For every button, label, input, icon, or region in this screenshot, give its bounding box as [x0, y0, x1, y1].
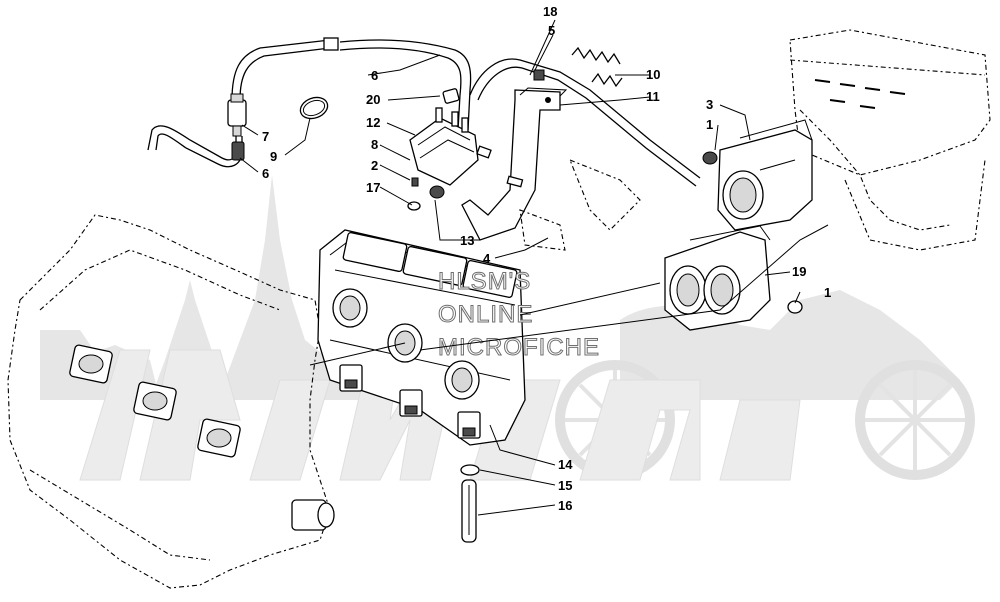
airbox-housing [519, 29, 991, 251]
silencer-boot-upper [717, 119, 813, 231]
exhaust-port-3 [197, 418, 241, 458]
callout-1: 1 [706, 117, 713, 132]
callout-8: 8 [371, 137, 378, 152]
silencer-boot-lower [664, 225, 771, 331]
callout-9: 9 [270, 149, 277, 164]
fuel-pump [409, 107, 479, 186]
carb-bore-3 [444, 360, 480, 400]
watermark-line-3: MICROFICHE [438, 334, 600, 361]
hose-clamp [299, 96, 329, 120]
callout-10: 10 [646, 67, 660, 82]
spring [571, 46, 623, 88]
fuel-hose-lower [147, 125, 245, 168]
boot-screws [702, 151, 803, 314]
callout-11: 11 [646, 89, 660, 104]
carburetor-assembly [317, 229, 526, 446]
callout-6b: 6 [262, 166, 269, 181]
callout-20: 20 [366, 92, 380, 107]
exhaust-port-1 [69, 344, 113, 384]
callout-3: 3 [706, 97, 713, 112]
engine-block [7, 214, 335, 589]
engine-fitting [291, 499, 335, 531]
callout-4: 4 [483, 251, 491, 266]
callout-1b: 1 [824, 285, 831, 300]
fuel-filter [227, 93, 247, 137]
callout-labels: 18 5 6 10 11 20 3 1 12 7 8 9 2 6 17 13 4… [262, 4, 831, 513]
impulse-hose [469, 58, 701, 187]
callout-5: 5 [548, 23, 555, 38]
callout-13: 13 [460, 233, 474, 248]
callout-16: 16 [558, 498, 572, 513]
pump-fittings [407, 88, 524, 211]
drain-tube [460, 464, 480, 543]
watermark-line-1: HLSM'S [438, 268, 531, 295]
carb-bore-1 [332, 288, 368, 328]
pump-bracket [461, 87, 568, 241]
callout-19: 19 [792, 264, 806, 279]
fuel-hose-upper [231, 37, 472, 131]
callout-18: 18 [543, 4, 557, 19]
leader-lines [239, 19, 829, 516]
callout-6: 6 [371, 68, 378, 83]
watermark-text: HLSM'S ONLINE MICROFICHE [438, 268, 600, 362]
callout-17: 17 [366, 180, 380, 195]
callout-14: 14 [558, 457, 573, 472]
callout-2: 2 [371, 158, 378, 173]
exhaust-port-2 [133, 381, 177, 421]
callout-15: 15 [558, 478, 572, 493]
callout-12: 12 [366, 115, 380, 130]
watermark-line-2: ONLINE [438, 301, 533, 328]
callout-7: 7 [262, 129, 269, 144]
